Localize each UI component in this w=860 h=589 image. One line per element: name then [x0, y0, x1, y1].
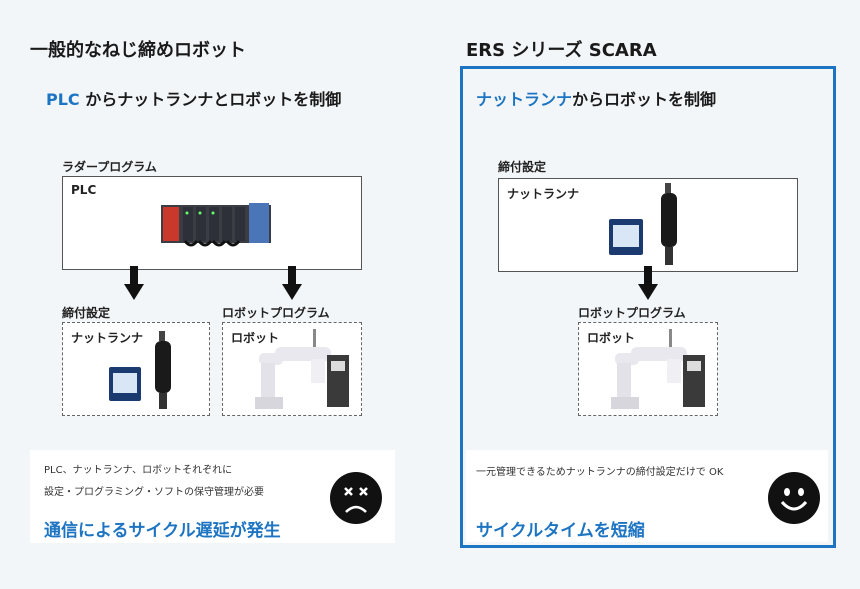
down-arrow-icon [124, 266, 144, 300]
left-subheading-accent: PLC [46, 90, 80, 109]
ladder-program-label: ラダープログラム [62, 160, 157, 174]
right-subheading: ナットランナからロボットを制御 [476, 86, 716, 110]
right-robot-box: ロボット [578, 322, 718, 416]
right-robot-title: ロボット [587, 331, 636, 345]
nutrunner-image [109, 331, 171, 409]
scara-robot-image [255, 329, 349, 409]
left-note-line2: 設定・プログラミング・ソフトの保守管理が必要 [44, 487, 264, 498]
smile-face-icon [768, 472, 820, 524]
left-nutrunner-title: ナットランナ [71, 331, 144, 345]
right-note: 一元管理できるためナットランナの締付設定だけで OK サイクルタイムを短縮 [466, 450, 828, 542]
down-arrow-icon [638, 266, 658, 300]
right-nutrunner-box: ナットランナ [498, 178, 798, 272]
left-subheading: PLC からナットランナとロボットを制御 [46, 86, 341, 110]
plc-device-image [161, 203, 271, 247]
right-subheading-rest: からロボットを制御 [572, 90, 717, 109]
left-robot-title: ロボット [231, 331, 280, 345]
sad-face-icon [330, 472, 382, 524]
right-note-line1: 一元管理できるためナットランナの締付設定だけで OK [476, 467, 724, 478]
right-note-emphasis: サイクルタイムを短縮 [476, 521, 645, 541]
plc-box: PLC [62, 176, 362, 270]
right-robot-program-label: ロボットプログラム [578, 306, 686, 320]
right-heading: ERS シリーズ SCARA [466, 40, 657, 61]
down-arrow-icon [282, 266, 302, 300]
right-subheading-accent: ナットランナ [476, 90, 573, 109]
left-heading: 一般的なねじ締めロボット [30, 40, 246, 61]
left-robot-program-label: ロボットプログラム [222, 306, 330, 320]
left-robot-box: ロボット [222, 322, 362, 416]
left-subheading-rest: からナットランナとロボットを制御 [79, 90, 342, 109]
left-note: PLC、ナットランナ、ロボットそれぞれに 設定・プログラミング・ソフトの保守管理… [30, 450, 395, 543]
left-nutrunner-box: ナットランナ [62, 322, 210, 416]
plc-box-title: PLC [71, 183, 97, 197]
left-note-line1: PLC、ナットランナ、ロボットそれぞれに [44, 465, 233, 476]
left-tightening-label: 締付設定 [62, 306, 111, 320]
nutrunner-image [609, 183, 677, 265]
left-note-emphasis: 通信によるサイクル遅延が発生 [44, 521, 281, 541]
right-nutrunner-title: ナットランナ [507, 187, 580, 201]
right-tightening-label: 締付設定 [498, 160, 547, 174]
scara-robot-image [611, 329, 705, 409]
